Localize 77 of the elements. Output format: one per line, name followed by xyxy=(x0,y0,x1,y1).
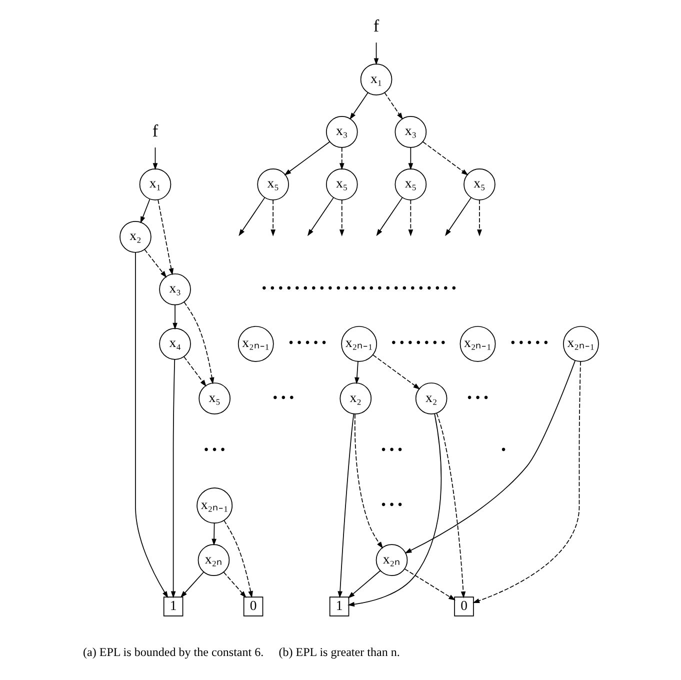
label: • • • xyxy=(272,390,294,405)
node-text: f xyxy=(372,16,379,36)
arrow xyxy=(354,361,359,384)
node-circle: x₂ xyxy=(339,382,372,414)
arrow xyxy=(376,197,402,236)
arrow xyxy=(349,92,368,120)
label: • • • • • • • xyxy=(390,335,446,350)
arrow xyxy=(140,198,150,224)
arrow xyxy=(422,141,468,176)
node-box: 0 xyxy=(242,596,263,616)
node-circle: x₂ₙ₋₁ xyxy=(237,326,274,362)
arrow xyxy=(170,359,176,598)
arrow xyxy=(337,414,354,598)
arrow xyxy=(354,414,383,549)
node-circle: x₅ xyxy=(256,168,288,200)
node-circle: x₅ xyxy=(463,168,495,200)
arrow xyxy=(270,200,275,236)
arrow xyxy=(472,361,580,603)
arrow xyxy=(211,522,216,546)
node-circle: x₂ₙ₋₁ xyxy=(340,326,377,362)
node-circle: x₂ₙ xyxy=(197,544,230,576)
node-circle: x₃ xyxy=(394,116,426,148)
node-box: 0 xyxy=(454,596,474,616)
label: • • • xyxy=(380,496,402,512)
node-circle: x₁ xyxy=(138,168,171,200)
label: (b) EPL is greater than n. xyxy=(278,645,400,660)
arrow xyxy=(238,197,265,236)
label: • • • xyxy=(380,442,402,458)
label: • • • • • • • • • • • • • • • • • • • • • • • • xyxy=(261,280,456,296)
node-circle: x₁ xyxy=(360,64,392,96)
arrow xyxy=(408,200,413,236)
node-circle: x₅ xyxy=(394,168,426,200)
label: • • • xyxy=(466,390,488,405)
arrow xyxy=(373,42,378,66)
arrow xyxy=(372,354,420,390)
arrow xyxy=(408,147,413,170)
arrow xyxy=(183,356,206,387)
label: • • • • • xyxy=(288,335,326,350)
arrow xyxy=(404,360,576,554)
node-circle: x₃ xyxy=(325,116,358,148)
label: • xyxy=(500,442,506,458)
node-text: f xyxy=(152,121,158,140)
arrow xyxy=(180,572,204,598)
arrow xyxy=(384,92,402,120)
node-circle: x₅ xyxy=(198,382,230,414)
node-circle: x₃ xyxy=(158,273,190,306)
arrow xyxy=(306,197,334,236)
node-circle: x₅ xyxy=(325,168,358,200)
arrow xyxy=(338,200,344,236)
arrow xyxy=(222,572,246,598)
node-circle: x₂ₙ₋₁ xyxy=(459,326,496,362)
node-circle: x₄ xyxy=(158,328,190,360)
arrow xyxy=(347,570,380,598)
arrow xyxy=(183,302,214,384)
arrow xyxy=(284,141,330,176)
label: • • • xyxy=(203,442,225,458)
node-box: 1 xyxy=(162,596,183,616)
node-box: 1 xyxy=(328,596,349,616)
node-circle: x₂ₙ xyxy=(375,544,408,576)
node-circle: x₂ xyxy=(414,382,447,414)
arrow xyxy=(444,197,472,236)
label: (a) EPL is bounded by the constant 6. xyxy=(82,645,264,660)
node-circle: x₂ xyxy=(119,220,151,253)
arrow xyxy=(152,147,158,170)
arrow xyxy=(134,252,168,598)
arrow xyxy=(223,520,252,598)
arrow xyxy=(157,199,174,276)
arrow xyxy=(476,200,482,236)
arrow xyxy=(436,412,466,598)
label: • • • • • xyxy=(510,335,548,350)
node-circle: x₂ₙ₋₁ xyxy=(196,488,232,524)
arrow xyxy=(172,304,177,330)
node-circle: x₂ₙ₋₁ xyxy=(562,326,598,362)
arrow xyxy=(338,147,344,170)
arrow xyxy=(144,249,166,278)
arrow xyxy=(347,413,442,607)
arrow xyxy=(404,568,456,600)
